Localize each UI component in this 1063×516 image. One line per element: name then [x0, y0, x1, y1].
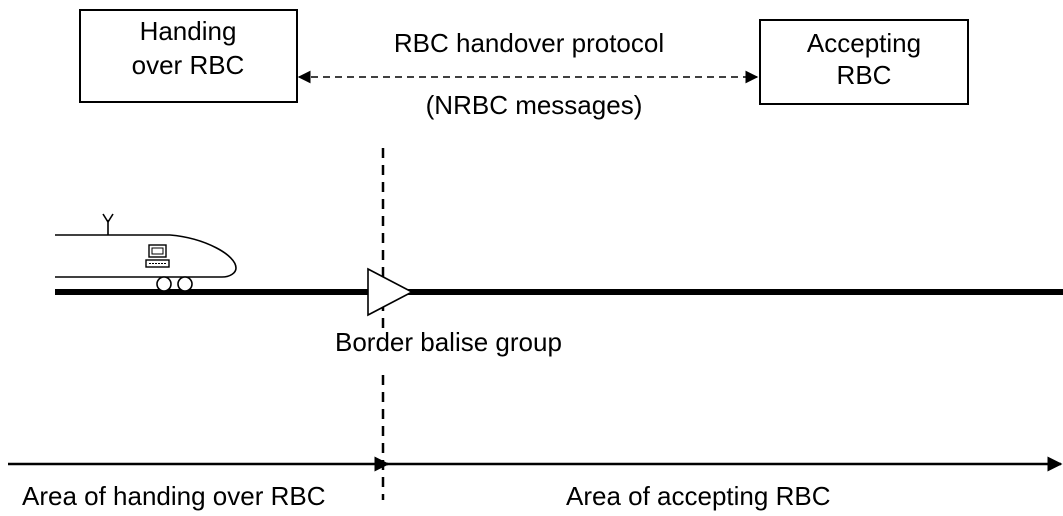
- wheel-icon: [156, 276, 193, 292]
- area-handing-over-label: Area of handing over RBC: [22, 481, 326, 511]
- computer-icon: [145, 244, 170, 268]
- handing-over-rbc-box: Handing over RBC: [79, 9, 298, 103]
- handing-over-rbc-label-line1: Handing: [140, 16, 237, 46]
- balise-label: Border balise group: [335, 327, 562, 357]
- train-icon: [55, 213, 237, 292]
- accepting-rbc-box: Accepting RBC: [759, 19, 969, 105]
- accepting-rbc-label-line1: Accepting: [807, 28, 921, 58]
- handing-over-rbc-label-line2: over RBC: [132, 50, 245, 80]
- antenna-icon: [102, 213, 114, 235]
- area-accepting-label: Area of accepting RBC: [566, 481, 830, 511]
- protocol-messages: (NRBC messages): [426, 90, 643, 120]
- protocol-title: RBC handover protocol: [394, 28, 664, 58]
- balise-triangle-icon: [367, 267, 414, 317]
- accepting-rbc-label-line2: RBC: [837, 60, 892, 90]
